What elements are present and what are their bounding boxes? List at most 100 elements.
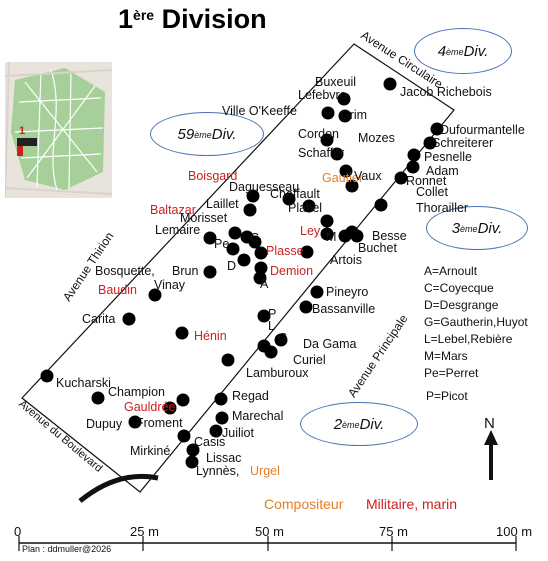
grave-label: Regad [232,389,269,403]
grave-label: Ley [300,224,321,238]
grave-label: Champion [108,385,165,399]
grave-label: Gauldrée [124,400,176,414]
grave-marker [221,353,235,367]
legend-item: P=Picot [426,389,468,403]
grave-marker [40,369,54,383]
grave-marker [128,415,142,429]
legend-item: D=Desgrange [424,298,499,312]
grave-label: Lamburoux [246,366,309,380]
grave-label: Chaffault [270,187,320,201]
grave-label: Kucharski [56,376,111,390]
grave-marker [186,443,200,457]
north-arrow-head [484,430,498,445]
grave-label: Gautier [322,171,363,185]
inset-locator-map: 1 [5,62,112,198]
grave-marker [214,392,228,406]
grave-marker [246,189,260,203]
grave-marker [423,136,437,150]
grave-label: Buxeuil [315,75,356,89]
grave-label: Thorailler [416,201,469,215]
grave-marker [228,226,242,240]
grave-label: P [268,307,277,321]
grave-label: Plasse [266,244,304,258]
grave-marker [337,92,351,106]
grave-marker [299,300,313,314]
grave-label: Hénin [194,329,227,343]
grave-label: Demion [270,264,314,278]
grave-label: Baltazar [150,203,196,217]
grave-label: Pesnelle [424,150,472,164]
grave-marker [254,261,268,275]
grave-label: Artois [330,253,362,267]
grave-marker [320,214,334,228]
grave-label: Da Gama [303,337,357,351]
boulevard-curve [78,473,159,503]
scale-tick-label: 75 m [379,524,408,539]
compass-north-label: N [484,415,495,432]
grave-marker [321,106,335,120]
grave-marker [338,109,352,123]
map-credit: Plan : ddmuller@2026 [22,544,112,554]
grave-label: Dufourmantelle [440,123,525,137]
grave-label: Laillet [206,197,239,211]
grave-marker [203,231,217,245]
grave-label: Schaffer [298,146,345,160]
grave-marker [310,285,324,299]
grave-label: Urgel [250,464,280,478]
scale-bar [18,536,517,551]
grave-marker [185,455,199,469]
grave-marker [383,77,397,91]
page-title: 1ère Division [118,4,267,34]
grave-label: Baudin [98,283,137,297]
grave-label: Lissac [206,451,242,465]
grave-label: G [278,331,288,345]
grave-marker [254,246,268,260]
grave-marker [282,192,296,206]
grave-label: Pineyro [326,285,369,299]
scale-tick-label: 100 m [496,524,533,539]
grave-marker [203,265,217,279]
grave-marker [243,203,257,217]
grave-label: Pe [214,237,230,251]
grave-marker [407,148,421,162]
grave-label: Boisgard [188,169,238,183]
grave-label: Collet [416,185,448,199]
legend-item: A=Arnoult [424,264,478,278]
grave-marker [430,122,444,136]
grave-marker [163,401,177,415]
legend-item: G=Gautherin,Huyot [424,315,528,329]
grave-marker [148,288,162,302]
grave-label: Besse [372,229,407,243]
grave-label: Vinay [154,278,186,292]
grave-label: Lemaire [155,223,201,237]
grave-label: A [260,277,269,291]
grave-label: L [268,319,275,333]
grave-marker [320,133,334,147]
grave-label: Daguesseau [229,180,300,194]
grave-label: Grim [340,108,368,122]
grave-marker [91,391,105,405]
grave-marker [215,411,229,425]
legend-item: M=Mars [424,349,468,363]
scale-tick-label: 50 m [255,524,284,539]
grave-marker [345,179,359,193]
grave-marker [176,393,190,407]
grave-marker [339,164,353,178]
grave-label: Froment [136,416,183,430]
category-legend-composer: Compositeur [264,496,344,512]
grave-label: Ronnet [406,174,447,188]
grave-marker [253,271,267,285]
grave-label: Brun [172,264,199,278]
grave-marker [274,333,288,347]
grave-label: Morisset [180,211,228,225]
grave-label: Curiel [293,353,326,367]
grave-label: Bosquette, [95,264,155,278]
grave-label: Adam [426,164,459,178]
grave-label: Platiel [288,201,323,215]
grave-marker [237,253,251,267]
